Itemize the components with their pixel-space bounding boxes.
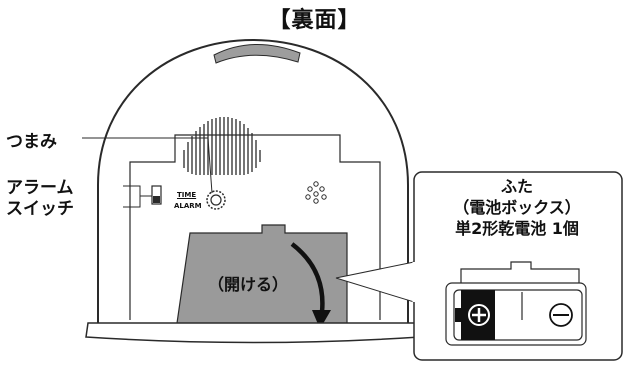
lid-label-line-1: ふた [500,177,533,196]
open-label: （開ける） [208,275,289,294]
open-arrow [290,242,325,313]
open-arrow-head [312,310,331,329]
top-strip [213,44,301,64]
base-plate [85,322,421,344]
lid-label: ふた （電池ボックス） 単2形乾電池 1個 [424,176,610,239]
alarm-switch-label-line-1: アラーム [6,178,74,198]
knob-label: つまみ [6,132,57,152]
leader-lines [82,137,213,208]
battery-compartment [445,261,587,346]
alarm-switch-label-line-2: スイッチ [6,199,74,219]
back-panel [129,134,381,320]
sound-holes [305,181,327,204]
lid-label-line-2: （電池ボックス） [453,198,581,217]
lid-label-line-3: 単2形乾電池 1個 [455,219,579,238]
switch-time-text: TIME [177,191,197,199]
knob [206,190,226,210]
alarm-switch [151,185,162,205]
alarm-switch-label: アラーム スイッチ [6,178,74,220]
battery-nub [455,308,461,322]
switch-alarm-text: ALARM [174,202,202,210]
speaker-vents [183,117,261,175]
page-title: 【裏面】 [268,8,361,33]
